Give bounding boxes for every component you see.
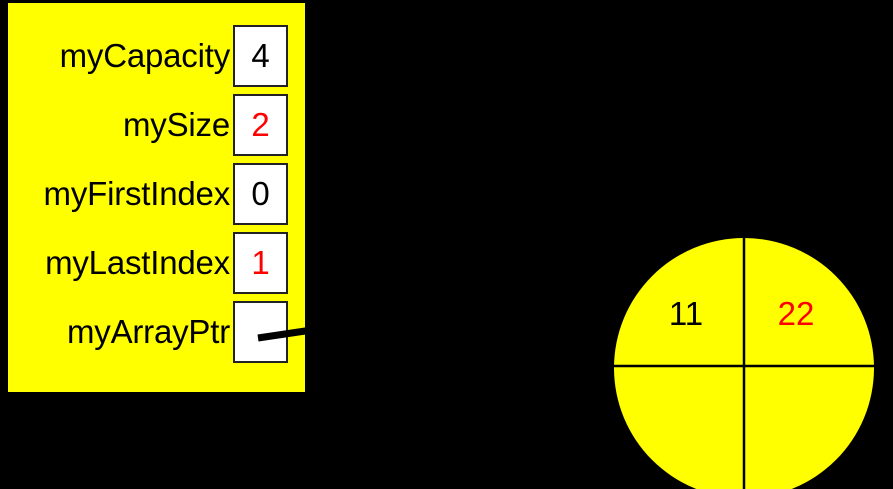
array-cell-1-value: 22 (777, 295, 815, 332)
field-value-mysize: 2 (251, 106, 270, 143)
field-row-mysize: mySize 2 (8, 94, 305, 156)
field-label-myarrayptr: myArrayPtr (66, 313, 230, 350)
field-row-mylastindex: myLastIndex 1 (8, 232, 305, 294)
array-cell-0-value: 11 (668, 295, 704, 332)
field-label-mylastindex: myLastIndex (45, 244, 230, 281)
field-value-mylastindex: 1 (251, 244, 270, 281)
field-label-mysize: mySize (123, 106, 230, 143)
field-row-myfirstindex: myFirstIndex 0 (8, 163, 305, 225)
field-box-mycapacity[interactable]: 4 (233, 25, 288, 87)
queue-object-panel: myCapacity 4 mySize 2 myFirstIndex 0 myL… (8, 3, 305, 392)
field-label-myfirstindex: myFirstIndex (43, 175, 231, 212)
field-box-mysize[interactable]: 2 (233, 94, 288, 156)
field-value-myfirstindex: 0 (251, 175, 270, 212)
field-box-mylastindex[interactable]: 1 (233, 232, 288, 294)
field-box-myarrayptr[interactable] (233, 301, 288, 363)
field-label-mycapacity: myCapacity (59, 37, 231, 74)
field-box-myfirstindex[interactable]: 0 (233, 163, 288, 225)
field-row-mycapacity: myCapacity 4 (8, 25, 305, 87)
field-row-myarrayptr: myArrayPtr (8, 301, 305, 363)
field-value-mycapacity: 4 (251, 37, 270, 74)
array-circle (614, 238, 874, 489)
field-value-myarrayptr (235, 303, 286, 361)
